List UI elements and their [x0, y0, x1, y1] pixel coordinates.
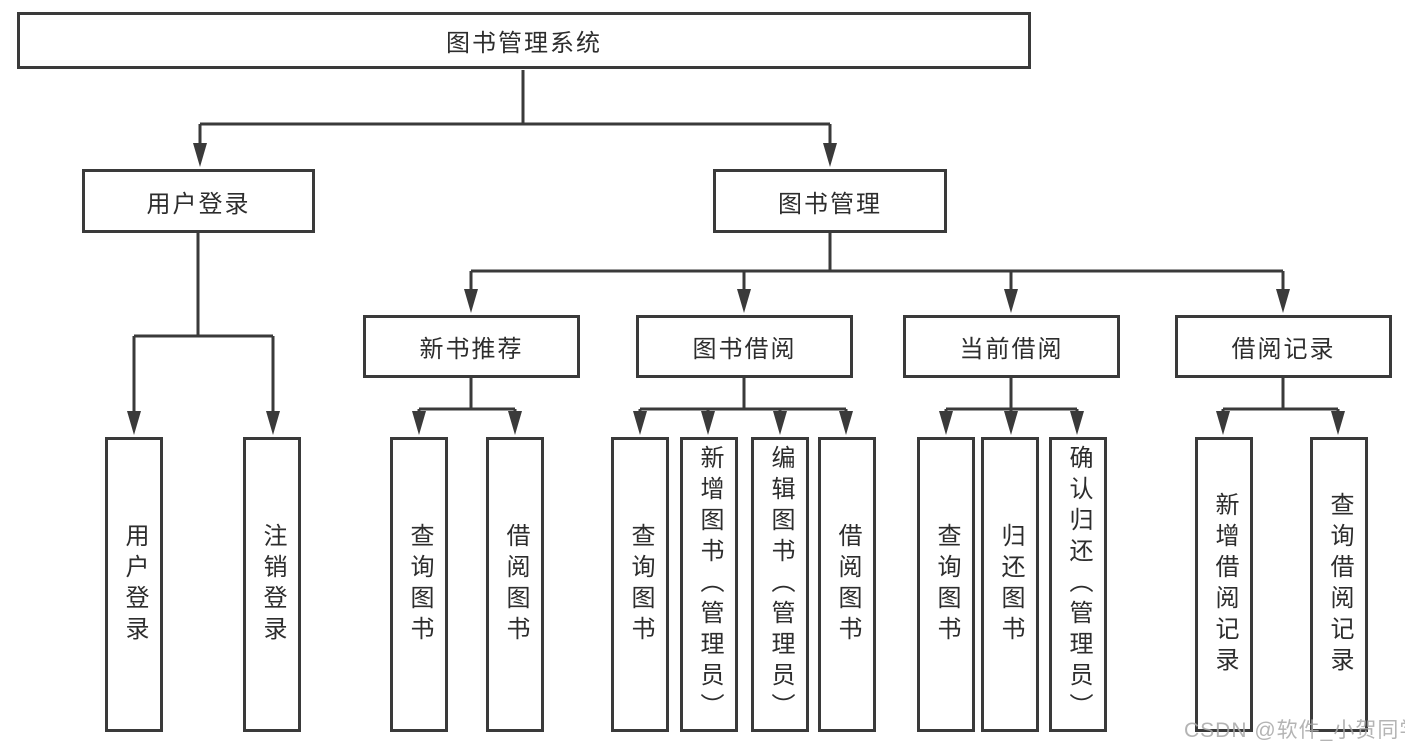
- leaf-user-login: 用户登录: [105, 437, 163, 732]
- leaf-recommend-borrow-books: 借阅图书: [486, 437, 544, 732]
- node-label: 借阅记录: [1231, 336, 1336, 363]
- leaf-label: 查询借阅记录: [1326, 491, 1353, 678]
- leaf-label: 用户登录: [121, 522, 148, 647]
- leaf-logout: 注销登录: [243, 437, 301, 732]
- leaf-borrow-query-books: 查询图书: [611, 437, 669, 732]
- leaf-label: 查询图书: [627, 522, 654, 647]
- node-user-login: 用户登录: [82, 169, 315, 233]
- csdn-watermark: CSDN @软件_小贺同学: [1184, 719, 1405, 742]
- leaf-label: 查询图书: [406, 522, 433, 647]
- node-label: 图书管理系统: [446, 30, 602, 57]
- node-label: 用户登录: [146, 190, 251, 218]
- leaf-records-add-record: 新增借阅记录: [1195, 437, 1253, 732]
- node-label: 新书推荐: [419, 336, 524, 363]
- node-book-management: 图书管理: [713, 169, 947, 233]
- leaf-label: 编辑图书（管理员）: [767, 445, 794, 724]
- node-label: 图书管理: [778, 190, 882, 218]
- leaf-recommend-query-books: 查询图书: [390, 437, 448, 732]
- leaf-label: 新增图书（管理员）: [696, 445, 723, 724]
- node-label: 图书借阅: [692, 336, 797, 363]
- leaf-borrow-borrow-books: 借阅图书: [818, 437, 876, 732]
- leaf-borrow-edit-books-admin: 编辑图书（管理员）: [751, 437, 809, 732]
- leaf-label: 确认归还（管理员）: [1065, 445, 1092, 724]
- leaf-label: 归还图书: [997, 522, 1024, 647]
- leaf-label: 查询图书: [933, 522, 960, 647]
- leaf-borrow-add-books-admin: 新增图书（管理员）: [680, 437, 738, 732]
- node-label: 当前借阅: [959, 336, 1064, 363]
- leaf-label: 借阅图书: [834, 522, 861, 647]
- leaf-label: 注销登录: [259, 522, 286, 647]
- node-new-book-recommend: 新书推荐: [363, 315, 580, 378]
- leaf-records-query-record: 查询借阅记录: [1310, 437, 1368, 732]
- leaf-current-return-books: 归还图书: [981, 437, 1039, 732]
- leaf-label: 新增借阅记录: [1211, 491, 1238, 678]
- node-current-borrowing: 当前借阅: [903, 315, 1120, 378]
- leaf-current-confirm-return-admin: 确认归还（管理员）: [1049, 437, 1107, 732]
- leaf-label: 借阅图书: [502, 522, 529, 647]
- node-borrowing-records: 借阅记录: [1175, 315, 1392, 378]
- leaf-current-query-books: 查询图书: [917, 437, 975, 732]
- node-book-borrowing: 图书借阅: [636, 315, 853, 378]
- node-library-system: 图书管理系统: [17, 12, 1031, 69]
